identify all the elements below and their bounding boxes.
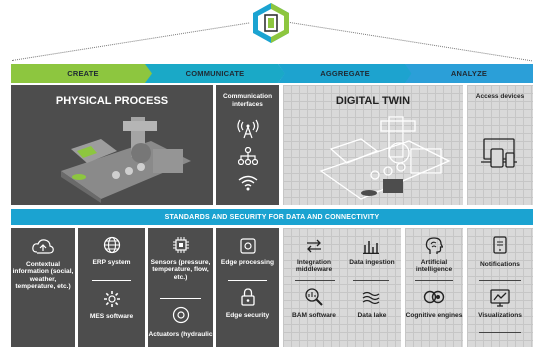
- visualizations-label: Visualizations: [478, 312, 522, 319]
- physical-process-panel: PHYSICAL PROCESS: [11, 85, 213, 205]
- wifi-icon: [238, 175, 257, 191]
- devices-icon: [481, 138, 517, 168]
- sensors-label: Sensors (pressure, temperature, flow, et…: [150, 259, 211, 281]
- divider: [479, 280, 521, 281]
- edge-processing-icon: [239, 238, 256, 254]
- industrial-machine-illustration: [61, 117, 191, 203]
- communication-interfaces-panel: Communication interfaces: [216, 85, 279, 205]
- edge-security-label: Edge security: [225, 312, 270, 319]
- standards-security-bar: STANDARDS AND SECURITY FOR DATA AND CONN…: [11, 209, 533, 225]
- contextual-info-label: Contextual information (social, weather,…: [12, 261, 74, 290]
- stage-aggregate: AGGREGATE: [278, 64, 412, 83]
- output-column: Notifications Visualizations: [467, 228, 533, 347]
- divider: [415, 280, 453, 281]
- enterprise-systems-column: ERP system MES software: [78, 228, 145, 347]
- globe-icon: [103, 236, 120, 254]
- network-hierarchy-icon: [237, 147, 258, 165]
- access-devices-title: Access devices: [475, 93, 525, 100]
- divider: [92, 280, 131, 281]
- waves-icon: [362, 291, 380, 305]
- bam-software-label: BAM software: [292, 312, 336, 319]
- divider: [353, 280, 389, 281]
- cloud-upload-icon: [32, 239, 54, 254]
- lock-icon: [240, 288, 255, 306]
- connector-line-right: [289, 22, 532, 62]
- communication-interfaces-title: Communication interfaces: [222, 93, 273, 108]
- data-integration-column: Integration middleware Data ingestion BA…: [283, 228, 401, 347]
- physical-process-title: PHYSICAL PROCESS: [55, 95, 169, 107]
- intelligence-column: Artificial intelligence Cognitive engine…: [405, 228, 463, 347]
- edge-column: Edge processing Edge security: [216, 228, 279, 347]
- actuator-icon: [172, 306, 189, 324]
- digital-twin-title: DIGITAL TWIN: [335, 95, 411, 107]
- divider: [479, 332, 521, 333]
- divider: [295, 280, 335, 281]
- mes-software-label: MES software: [89, 313, 134, 320]
- notifications-label: Notifications: [480, 261, 520, 268]
- access-devices-panel: Access devices: [467, 85, 533, 205]
- edge-processing-label: Edge processing: [220, 259, 275, 266]
- connector-line-left: [12, 22, 250, 61]
- cognitive-engine-icon: [423, 290, 445, 304]
- stage-create: CREATE: [11, 64, 155, 83]
- exchange-arrows-icon: [307, 239, 321, 253]
- mobile-notification-icon: [493, 236, 507, 254]
- digital-twin-wireframe-illustration: [319, 116, 451, 200]
- divider: [160, 298, 201, 299]
- bar-chart-icon: [363, 241, 379, 254]
- chip-sensor-icon: [172, 237, 189, 253]
- monitor-chart-icon: [490, 289, 510, 307]
- erp-system-label: ERP system: [92, 259, 131, 266]
- integration-middleware-label: Integration middleware: [295, 259, 333, 274]
- digital-twin-panel: DIGITAL TWIN: [283, 85, 463, 205]
- sensors-actuators-column: Sensors (pressure, temperature, flow, et…: [148, 228, 213, 347]
- brain-head-icon: [425, 237, 443, 254]
- stage-communicate: COMMUNICATE: [145, 64, 285, 83]
- antenna-icon: [236, 119, 259, 139]
- artificial-intelligence-label: Artificial intelligence: [415, 259, 453, 274]
- divider: [228, 280, 267, 281]
- gear-icon: [103, 291, 120, 307]
- contextual-info-column: Contextual information (social, weather,…: [11, 228, 75, 347]
- cognitive-engines-label: Cognitive engines: [405, 312, 463, 319]
- digital-twin-hexagon-icon: [253, 3, 289, 43]
- data-ingestion-label: Data ingestion: [349, 259, 395, 266]
- magnifier-chart-icon: [305, 288, 323, 306]
- data-lake-label: Data lake: [357, 312, 387, 319]
- actuators-label: Actuators (hydraulic: [148, 331, 213, 338]
- stage-analyze: ANALYZE: [405, 64, 533, 83]
